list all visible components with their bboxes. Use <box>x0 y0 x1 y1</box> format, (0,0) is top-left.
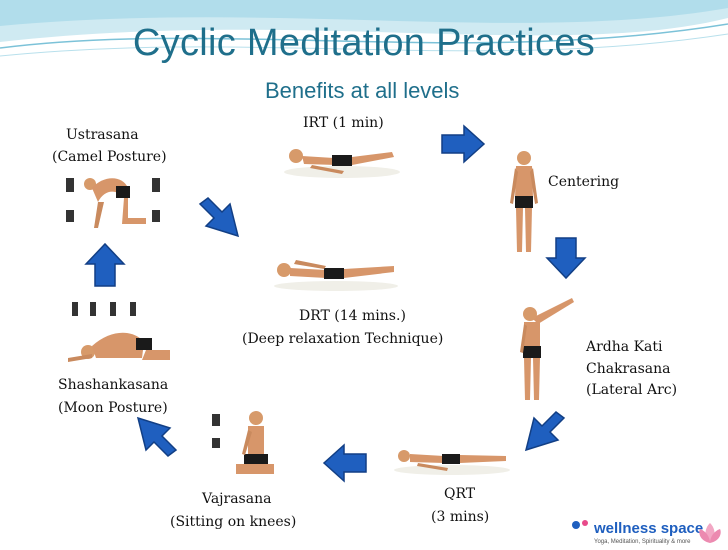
ustrasana-figure <box>66 178 160 228</box>
qrt-label-line2: (3 mins) <box>431 509 490 525</box>
ardha-kati-label-line2: Chakrasana <box>586 361 671 377</box>
shashankasana-label-line2: (Moon Posture) <box>58 400 168 416</box>
arrow-down-icon <box>545 237 587 280</box>
page-subtitle: Benefits at all levels <box>265 78 460 103</box>
qrt-lying-figure <box>394 450 510 475</box>
drt-label-line2: (Deep relaxation Technique) <box>242 331 444 347</box>
page-title: Cyclic Meditation Practices <box>132 22 596 64</box>
arrow-down-right-icon <box>198 197 240 238</box>
centering-standing-figure <box>510 151 538 252</box>
shashankasana-figure <box>68 302 170 362</box>
logo-tagline: Yoga, Meditation, Spirituality & more <box>594 539 691 545</box>
arrow-up-left-icon <box>136 416 178 457</box>
vajrasana-label-line2: (Sitting on knees) <box>170 514 297 530</box>
ustrasana-label-line1: Ustrasana <box>66 127 139 143</box>
drt-label-line1: DRT (14 mins.) <box>299 308 406 324</box>
vajrasana-figure <box>212 411 274 474</box>
wellness-space-logo: wellness space Yoga, Meditation, Spiritu… <box>570 515 728 546</box>
shashankasana-label-line1: Shashankasana <box>58 377 169 393</box>
centering-label: Centering <box>548 174 620 190</box>
logo-wordmark: wellness space <box>593 520 703 537</box>
ardha-kati-chakrasana-figure <box>520 298 574 400</box>
arrow-left-icon <box>322 443 367 483</box>
irt-label: IRT (1 min) <box>303 115 384 131</box>
ardha-kati-label-line3: (Lateral Arc) <box>586 382 678 398</box>
header-wave-decoration <box>0 0 728 57</box>
irt-lying-figure <box>284 149 400 178</box>
arrow-down-left-icon <box>524 411 566 452</box>
ustrasana-label-line2: (Camel Posture) <box>52 149 167 165</box>
drt-lying-figure <box>274 260 398 291</box>
qrt-label-line1: QRT <box>444 486 476 502</box>
arrow-right-icon <box>441 124 486 164</box>
arrow-up-icon <box>84 242 126 287</box>
ardha-kati-label-line1: Ardha Kati <box>586 339 663 355</box>
vajrasana-label-line1: Vajrasana <box>202 491 272 507</box>
